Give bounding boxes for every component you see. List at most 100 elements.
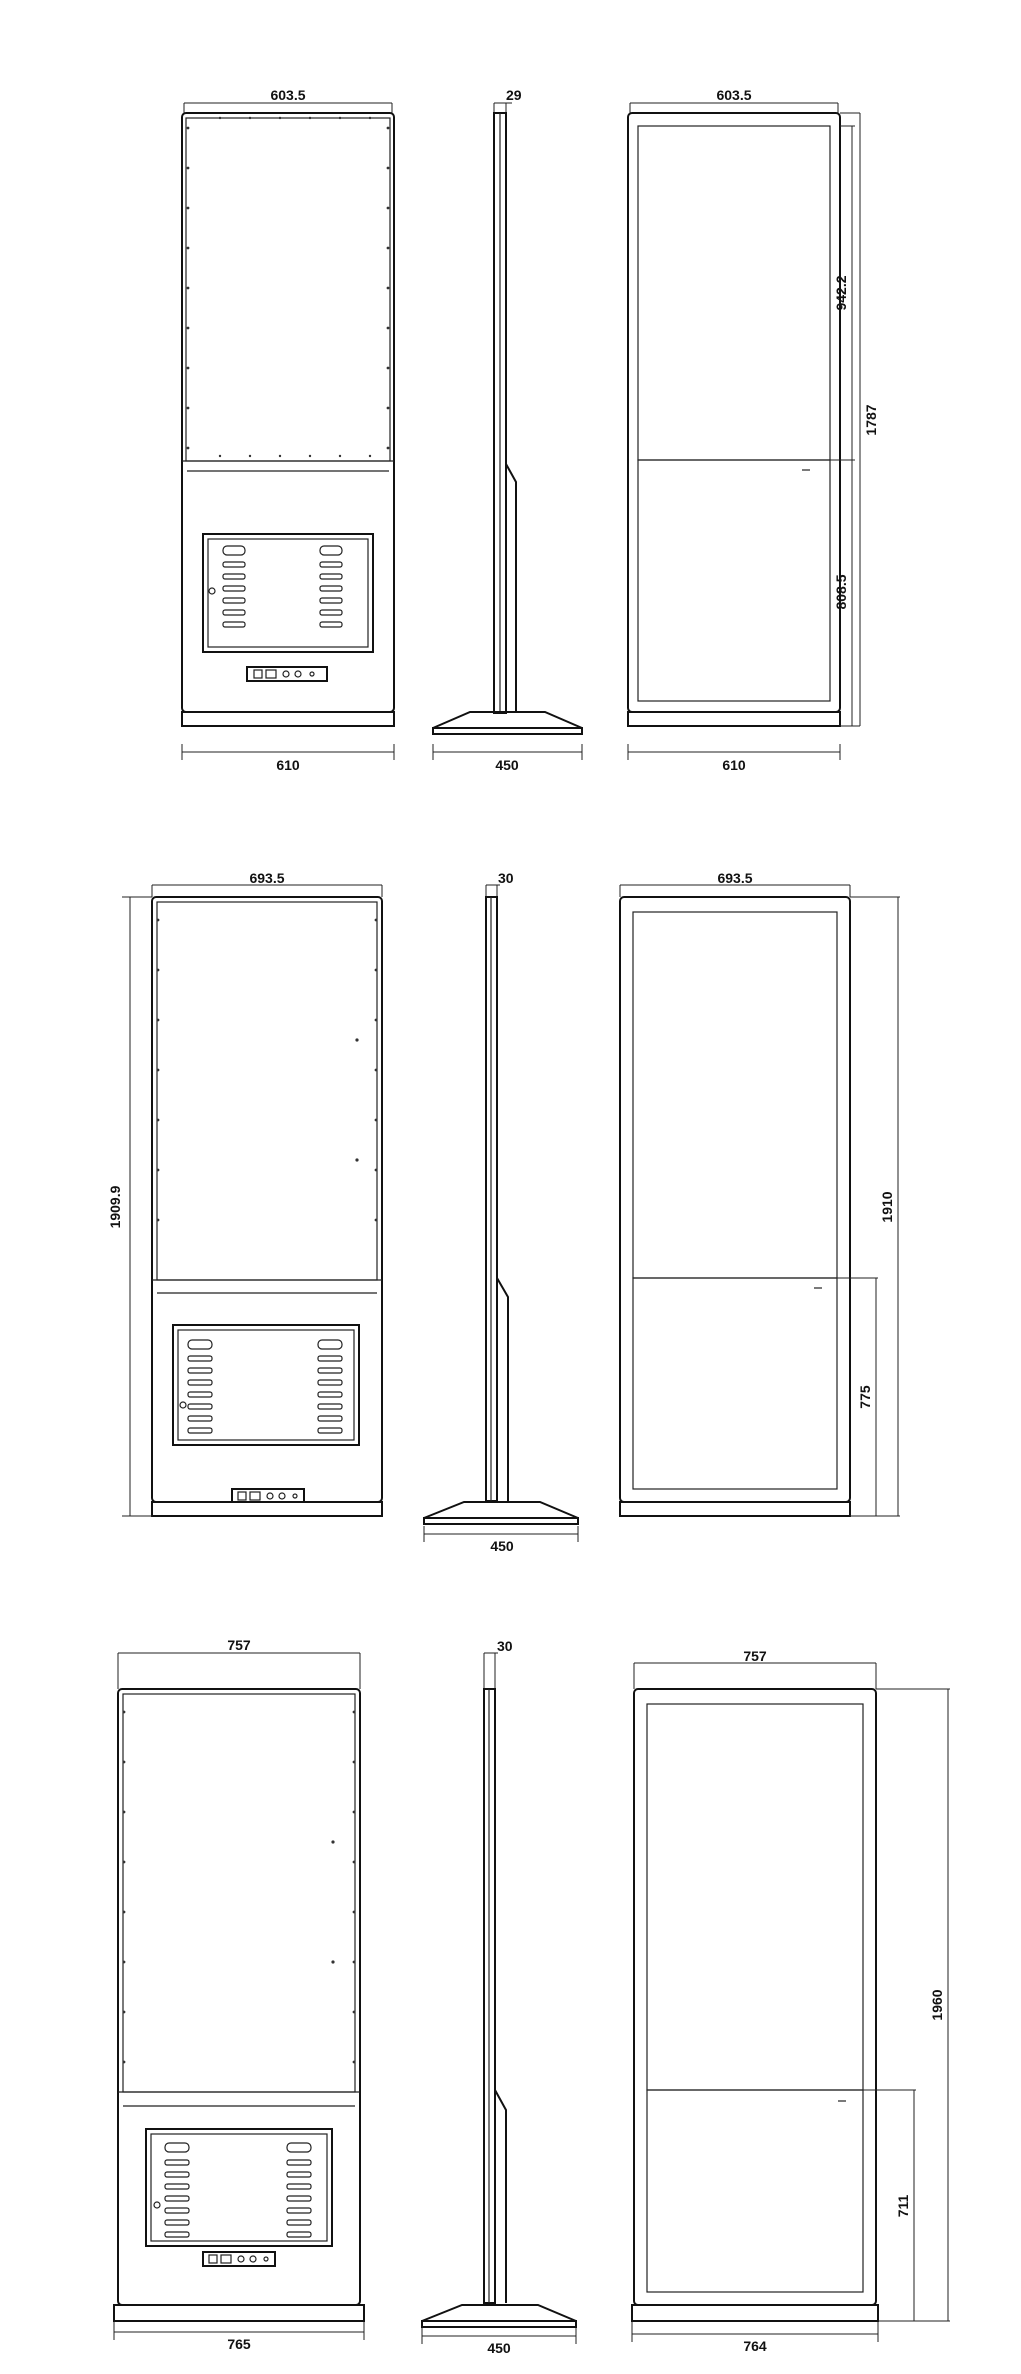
- screw-dot: [122, 1910, 126, 1914]
- back-lower-height-label-row-1: 808.5: [833, 574, 849, 609]
- panel-button: [220, 2254, 232, 2264]
- vent-slot: [317, 1427, 343, 1434]
- front-control-panel-row-3: [202, 2251, 276, 2267]
- vent-slot: [222, 561, 246, 568]
- screw-dot: [352, 1960, 356, 1964]
- screw-dot: [122, 1810, 126, 1814]
- vent-slot: [164, 2231, 190, 2238]
- vent-slot: [164, 2195, 190, 2202]
- vent-slot: [286, 2183, 312, 2190]
- screw-dot: [338, 454, 342, 458]
- front-right-vents-row-3: [286, 2142, 312, 2238]
- back-view-row-2: 693.5 1910 775: [619, 870, 900, 1517]
- screw-dot: [156, 918, 160, 922]
- screw-dot: [374, 968, 378, 972]
- vent-slot: [317, 1415, 343, 1422]
- panel-button: [265, 669, 277, 679]
- front-service-hatch-inner-row-1: [207, 538, 369, 648]
- side-base-row-2: [423, 1501, 579, 1519]
- panel-indicator: [309, 671, 315, 677]
- front-service-hatch-row-3: [145, 2128, 333, 2247]
- vent-slot: [286, 2159, 312, 2166]
- screw-dot: [374, 1118, 378, 1122]
- screw-dot: [186, 166, 190, 170]
- row-1-drawings: 603.5: [181, 87, 879, 773]
- screw-dot: [122, 2010, 126, 2014]
- vent-slot: [286, 2171, 312, 2178]
- back-top-width-label-row-1: 603.5: [716, 87, 751, 103]
- back-base-row-2: [619, 1501, 851, 1517]
- vent-slot: [222, 545, 246, 556]
- screw-dot: [386, 246, 390, 250]
- vent-slot: [164, 2219, 190, 2226]
- panel-knob: [237, 2255, 245, 2263]
- vent-slot: [319, 573, 343, 580]
- screw-dot: [386, 406, 390, 410]
- screw-dot: [355, 1158, 359, 1162]
- side-depth-label-row-2: 30: [498, 870, 514, 886]
- screw-dot: [374, 1218, 378, 1222]
- vent-slot: [319, 585, 343, 592]
- vent-slot: [187, 1355, 213, 1362]
- screw-dot: [374, 918, 378, 922]
- screw-dot: [308, 116, 312, 120]
- screw-dot: [386, 366, 390, 370]
- back-lower-panel-row-3: [646, 2089, 864, 2293]
- vent-slot: [286, 2195, 312, 2202]
- side-base-width-label-row-1: 450: [495, 757, 519, 773]
- side-view-row-2: 30 450: [423, 870, 579, 1554]
- vent-slot: [222, 573, 246, 580]
- back-total-height-label-row-3: 1960: [929, 1989, 945, 2020]
- panel-knob: [282, 670, 290, 678]
- front-top-width-label-row-1: 603.5: [270, 87, 305, 103]
- vent-slot: [222, 585, 246, 592]
- screw-dot: [355, 1038, 359, 1042]
- side-base-row-1: [432, 711, 583, 729]
- screw-dot: [368, 454, 372, 458]
- side-base-width-label-row-2: 450: [490, 1538, 514, 1554]
- front-base-row-1: [181, 711, 395, 727]
- screw-dot: [248, 454, 252, 458]
- side-base-row-3: [421, 2304, 577, 2322]
- screw-dot: [352, 1910, 356, 1914]
- front-view-row-3: 757: [113, 1637, 365, 2352]
- screw-dot: [386, 286, 390, 290]
- panel-button: [237, 1491, 247, 1501]
- back-base-row-3: [631, 2304, 879, 2322]
- front-service-hatch-inner-row-3: [150, 2133, 328, 2242]
- screw-dot: [186, 446, 190, 450]
- vent-slot: [187, 1427, 213, 1434]
- front-base-row-2: [151, 1501, 383, 1517]
- panel-button: [249, 1491, 261, 1501]
- panel-button: [208, 2254, 218, 2264]
- screw-dot: [352, 1810, 356, 1814]
- vent-slot: [187, 1403, 213, 1410]
- screw-dot: [156, 1118, 160, 1122]
- screw-dot: [386, 446, 390, 450]
- vent-slot: [222, 609, 246, 616]
- back-screen-height-label-row-1: 942.2: [833, 275, 849, 310]
- panel-indicator: [263, 2256, 269, 2262]
- screw-dot: [122, 1860, 126, 1864]
- vent-slot: [222, 597, 246, 604]
- screw-dot: [218, 116, 222, 120]
- screw-dot: [386, 166, 390, 170]
- vent-slot: [319, 609, 343, 616]
- vent-slot: [164, 2142, 190, 2153]
- screw-dot: [278, 116, 282, 120]
- vent-slot: [164, 2183, 190, 2190]
- side-rear-bulge-row-1: [505, 463, 517, 712]
- screw-dot: [186, 366, 190, 370]
- side-depth-label-row-1: 29: [506, 87, 522, 103]
- front-height-label-row-2: 1909.9: [107, 1185, 123, 1228]
- front-view-row-1: 603.5: [181, 87, 395, 773]
- front-bottom-width-label-row-3: 765: [227, 2336, 251, 2352]
- screw-dot: [156, 1218, 160, 1222]
- front-right-vents-row-1: [319, 545, 343, 628]
- screw-dot: [122, 1710, 126, 1714]
- front-control-panel-row-1: [246, 666, 328, 682]
- screw-dot: [186, 126, 190, 130]
- screw-dot: [352, 1710, 356, 1714]
